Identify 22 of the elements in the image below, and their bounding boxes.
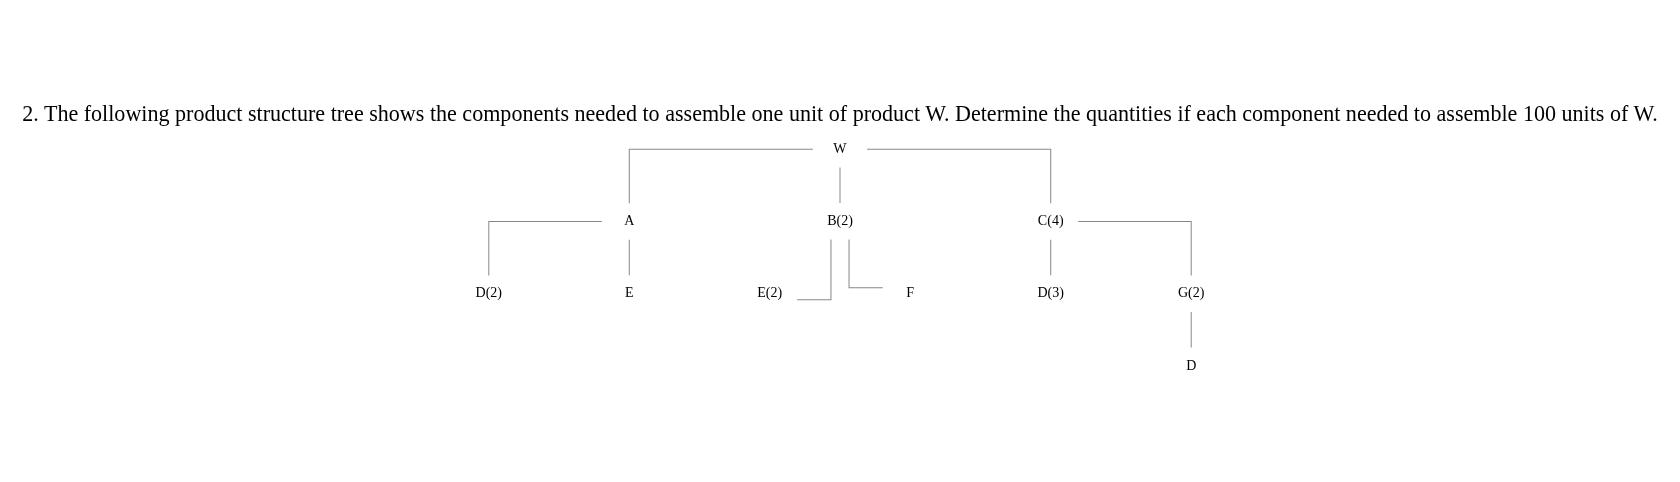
node-text: W — [833, 139, 847, 156]
connector — [1050, 238, 1052, 276]
node-text: D — [1186, 356, 1197, 373]
diagram-title: 2. The following product structure tree shows the components needed to assemble one unit of product W. Determine the quantities if each component needed to assemble 100 units of W. — [22, 100, 1658, 126]
connector — [1077, 220, 1192, 276]
connector — [628, 238, 630, 276]
connector — [488, 220, 603, 276]
node-text: E — [624, 283, 634, 300]
connector — [839, 166, 841, 203]
node-text: E(2) — [757, 283, 783, 300]
node-text: D(3) — [1037, 283, 1064, 300]
node-text: F — [906, 283, 915, 300]
connector — [848, 238, 884, 288]
connector — [628, 148, 814, 204]
node-text: A — [624, 211, 635, 228]
node-text: G(2) — [1177, 283, 1205, 300]
node-text: C(4) — [1037, 211, 1064, 228]
connector — [866, 148, 1052, 204]
node-text: B(2) — [827, 211, 853, 228]
connector — [1190, 310, 1192, 348]
connector — [796, 238, 832, 300]
node-text: D(2) — [475, 283, 503, 300]
